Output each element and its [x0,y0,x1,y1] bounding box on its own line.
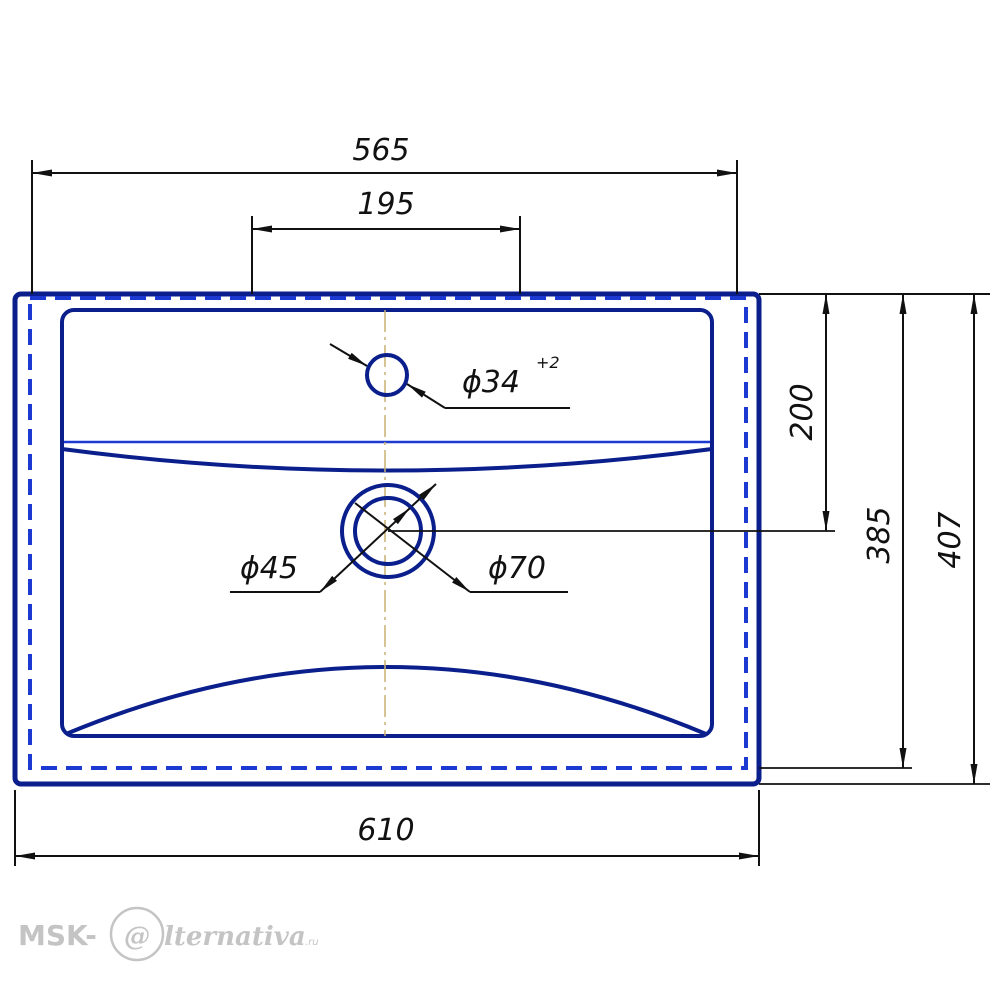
faucet-hole [329,343,570,409]
sink-front-edge-hidden-line [28,296,748,770]
faucet-hole-circle [365,353,409,397]
dimension-label-drain-inner: ϕ45 [240,551,298,586]
dimension-depth-total: 407 [933,294,978,784]
watermark-prefix: MSK- [18,919,97,952]
dimension-label-200: 200 [785,383,820,440]
watermark-at-circle [109,906,165,962]
faucet-hole-leader-end [406,383,446,409]
dimension-label-195: 195 [357,187,414,222]
watermark-suffix: lternativa [164,922,306,952]
dimension-label-drain-outer: ϕ70 [488,551,546,586]
watermark-at-symbol: @ [124,922,150,952]
sink-outer-outline [12,291,762,787]
faucet-hole-leader-start [329,343,368,367]
dimension-label-385: 385 [862,506,897,563]
dimension-height-to-drain: 200 [785,294,830,531]
sink-body [12,291,762,787]
dimension-label-610: 610 [357,813,414,848]
bowl-outline [60,308,714,738]
drain-outer-leader [354,502,471,593]
watermark-domain: .ru [305,937,319,948]
drain-outer-leader-tick [411,483,437,507]
drain [230,483,835,593]
dimension-faucet-spacing: 195 [251,187,521,294]
watermark-logo: MSK- @ lternativa .ru [18,906,319,962]
dimension-label-faucet-hole-tolerance: +2 [536,353,560,372]
dimension-width-total: 610 [14,790,760,866]
dimension-label-407: 407 [933,511,968,568]
drain-inner-leader [319,507,411,593]
dimension-depth-inner: 385 [862,294,907,768]
dimension-label-565: 565 [352,133,409,168]
bowl-back-ledge-curve [61,447,713,473]
dimension-label-faucet-hole: ϕ34 [462,365,520,400]
dimension-width-top: 565 [31,133,738,294]
right-extension-lines [759,293,990,785]
bowl-front-slope-curve [65,665,707,736]
